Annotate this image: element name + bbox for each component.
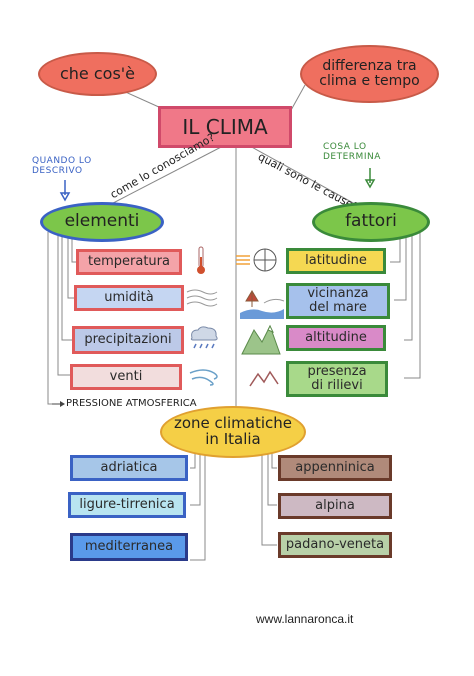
box-appenninica: appenninica (278, 455, 392, 481)
box-temperatura-label: temperatura (88, 254, 170, 270)
box-rilievi-line2: di rilievi (311, 378, 363, 393)
oval-fattori: fattori (312, 202, 430, 242)
box-ligure-label: ligure-tirrenica (79, 497, 175, 513)
note-left-line1: QUANDO LO (32, 156, 92, 166)
oval-zone-line1: zone climatiche (174, 414, 292, 433)
note-cosa-lo-determina: COSA LO DETERMINA (323, 142, 381, 162)
oval-elementi-label: elementi (64, 211, 140, 232)
box-precipitazioni: precipitazioni (72, 326, 184, 354)
box-latitudine: latitudine (286, 248, 386, 274)
note-quando-lo-descrivo: QUANDO LO DESCRIVO (32, 156, 92, 176)
box-adriatica: adriatica (70, 455, 188, 481)
oval-zone-climatiche: zone climatiche in Italia (160, 406, 306, 458)
box-venti-label: venti (109, 369, 143, 385)
label-pressione-atmosferica: PRESSIONE ATMOSFERICA (66, 398, 197, 409)
box-alpina-label: alpina (315, 498, 355, 514)
box-adriatica-label: adriatica (100, 460, 158, 476)
rain-cloud-icon (190, 326, 218, 349)
oval-fattori-label: fattori (345, 211, 397, 232)
box-temperatura: temperatura (76, 249, 182, 275)
box-presenza-di-rilievi: presenza di rilievi (286, 361, 388, 397)
box-umidita-label: umidità (104, 290, 154, 306)
box-appenninica-label: appenninica (295, 460, 375, 476)
oval-che-cose: che cos'è (38, 52, 157, 96)
oval-zone-line2: in Italia (205, 430, 261, 448)
title-box: IL CLIMA (158, 106, 292, 148)
footer-website: www.lannaronca.it (256, 612, 354, 626)
box-padano-label: padano-veneta (285, 537, 385, 553)
oval-differenza-line2: clima e tempo (319, 73, 420, 89)
mountains-icon (241, 324, 281, 355)
humidity-lines-icon (186, 289, 218, 307)
box-altitudine-label: altitudine (305, 330, 367, 346)
box-vicinanza-line1: vicinanza (307, 286, 369, 302)
box-rilievi-line1: presenza (307, 364, 367, 380)
thermometer-icon (197, 246, 205, 274)
page-title: IL CLIMA (182, 114, 268, 139)
box-venti: venti (70, 364, 182, 390)
note-left-line2: DESCRIVO (32, 166, 83, 176)
globe-icon (253, 248, 277, 272)
box-umidita: umidità (74, 285, 184, 311)
box-precipitazioni-label: precipitazioni (84, 332, 172, 348)
box-latitudine-label: latitudine (305, 253, 367, 269)
oval-che-cose-label: che cos'è (59, 63, 136, 83)
sea-coast-icon (240, 290, 285, 319)
hills-icon (249, 370, 279, 387)
box-mediterranea: mediterranea (70, 533, 188, 561)
oval-elementi: elementi (40, 202, 164, 242)
oval-differenza-line1: differenza tra (322, 58, 417, 75)
heat-waves-icon (236, 255, 250, 265)
oval-differenza: differenza tra clima e tempo (300, 45, 439, 103)
box-vicinanza-del-mare: vicinanza del mare (286, 283, 390, 319)
box-ligure-tirrenica: ligure-tirrenica (68, 492, 186, 518)
note-right-line1: COSA LO (323, 142, 367, 152)
box-padano-veneta: padano-veneta (278, 532, 392, 558)
box-alpina: alpina (278, 493, 392, 519)
box-vicinanza-line2: del mare (309, 300, 367, 315)
wind-icon (189, 369, 218, 386)
box-mediterranea-label: mediterranea (84, 539, 174, 555)
note-right-line2: DETERMINA (323, 152, 381, 162)
box-altitudine: altitudine (286, 325, 386, 351)
